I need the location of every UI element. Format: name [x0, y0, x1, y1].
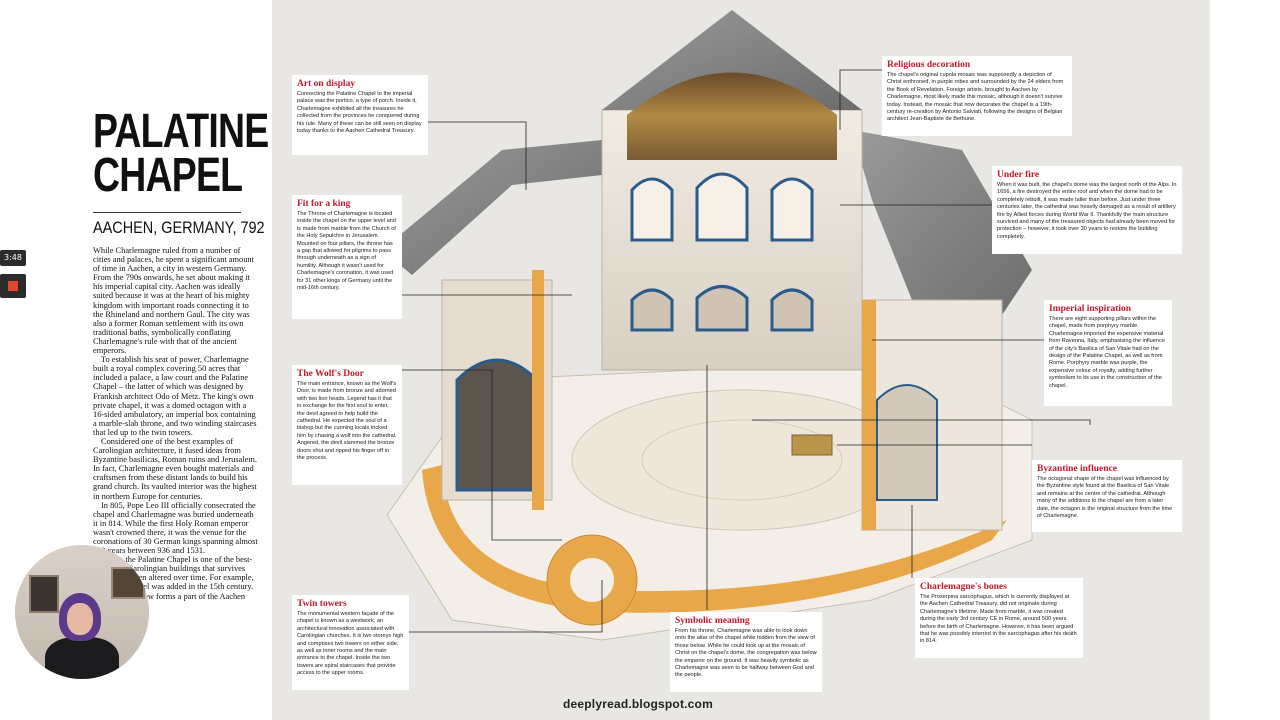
wall-picture — [29, 575, 59, 613]
callout-text: The monumental western façade of the cha… — [297, 611, 404, 677]
annex-arch — [876, 384, 938, 501]
presenter-face — [67, 603, 93, 635]
right-roof — [852, 130, 1032, 330]
callout-text: From his throne, Charlemagne was able to… — [675, 628, 817, 679]
annex-cut — [862, 300, 876, 530]
recording-timer: 3:48 — [0, 250, 26, 266]
callout-heading: Charlemagne's bones — [920, 582, 1007, 592]
wall-picture — [111, 567, 145, 599]
watermark-url: deeplyread.blogspot.com — [563, 697, 713, 711]
callout-imperial-inspiration: Imperial inspiration There are eight sup… — [1044, 300, 1172, 406]
article-title: PALATINE CHAPEL — [93, 105, 269, 202]
callout-charlemagnes-bones: Charlemagne's bones The Proserpina sarco… — [915, 578, 1083, 658]
left-roof — [382, 140, 602, 275]
callout-heading: Imperial inspiration — [1049, 304, 1132, 314]
staircase-core — [570, 558, 614, 602]
cut-pillar — [532, 270, 544, 510]
callout-twin-towers: Twin towers The monumental western façad… — [292, 595, 409, 690]
callout-religious-decoration: Religious decoration The chapel's origin… — [882, 56, 1072, 136]
webcam-overlay[interactable] — [15, 545, 149, 679]
callout-text: Connecting the Palatine Chapel to the im… — [297, 91, 422, 135]
callout-heading: Art on display — [297, 79, 356, 89]
callout-under-fire: Under fire When it was built, the chapel… — [992, 166, 1182, 254]
dome-roof — [602, 10, 862, 110]
article-paragraph: Considered one of the best examples of C… — [93, 436, 257, 501]
callout-heading: The Wolf's Door — [297, 369, 364, 379]
callout-heading: Byzantine influence — [1037, 464, 1117, 474]
callout-heading: Twin towers — [297, 599, 347, 609]
dome-mosaic — [627, 72, 837, 160]
stop-recording-button[interactable] — [0, 274, 26, 298]
octagon-floor-pattern — [571, 389, 913, 531]
callout-text: When it was built, the chapel's dome was… — [997, 182, 1177, 240]
title-divider — [93, 212, 241, 213]
article-paragraph: While Charlemagne ruled from a number of… — [93, 246, 254, 356]
article-paragraph: To establish his seat of power, Charlema… — [93, 355, 257, 437]
article-paragraph: In 805, Pope Leo III officially consecra… — [93, 500, 258, 556]
callout-symbolic-meaning: Symbolic meaning From his throne, Charle… — [670, 612, 822, 692]
callout-text: The Throne of Charlemagne is located ins… — [297, 211, 396, 292]
callout-text: There are eight supporting pillars withi… — [1049, 316, 1165, 389]
callout-leader-lines — [402, 69, 1091, 633]
callout-heading: Religious decoration — [887, 60, 971, 70]
illustration-page: Art on display Connecting the Palatine C… — [272, 0, 1210, 720]
article-subtitle: AACHEN, GERMANY, 792 — [93, 218, 265, 237]
chapel-cutaway-illustration — [382, 10, 1091, 641]
callout-text: The chapel's original cupola mosaic was … — [887, 72, 1064, 123]
presenter-body — [45, 637, 119, 679]
callout-text: The Proserpina sarcophagus, which is cur… — [920, 594, 1077, 645]
callout-wolfs-door: The Wolf's Door The main entrance, known… — [292, 365, 402, 485]
article-body: While Charlemagne ruled from a number of… — [93, 246, 258, 610]
callout-heading: Symbolic meaning — [675, 616, 750, 626]
sarcophagus — [791, 434, 833, 456]
callout-heading: Fit for a king — [297, 199, 351, 209]
callout-text: The octagonal shape of the chapel was in… — [1037, 476, 1173, 520]
callout-art-on-display: Art on display Connecting the Palatine C… — [292, 75, 428, 155]
cutaway-wall-section — [422, 465, 1007, 613]
left-page: PALATINE CHAPEL AACHEN, GERMANY, 792 Whi… — [0, 0, 272, 720]
floor-ring — [641, 419, 843, 501]
page-margin — [1210, 0, 1280, 720]
tower-arch — [455, 358, 539, 492]
stop-icon — [8, 281, 18, 291]
lower-arcade — [630, 285, 814, 332]
callout-heading: Under fire — [997, 170, 1040, 180]
callout-text: The main entrance, known as the Wolf's D… — [297, 381, 397, 462]
upper-arcade — [630, 172, 814, 242]
callout-fit-for-a-king: Fit for a king The Throne of Charlemagne… — [292, 195, 402, 319]
callout-byzantine-influence: Byzantine influence The octagonal shape … — [1032, 460, 1182, 532]
